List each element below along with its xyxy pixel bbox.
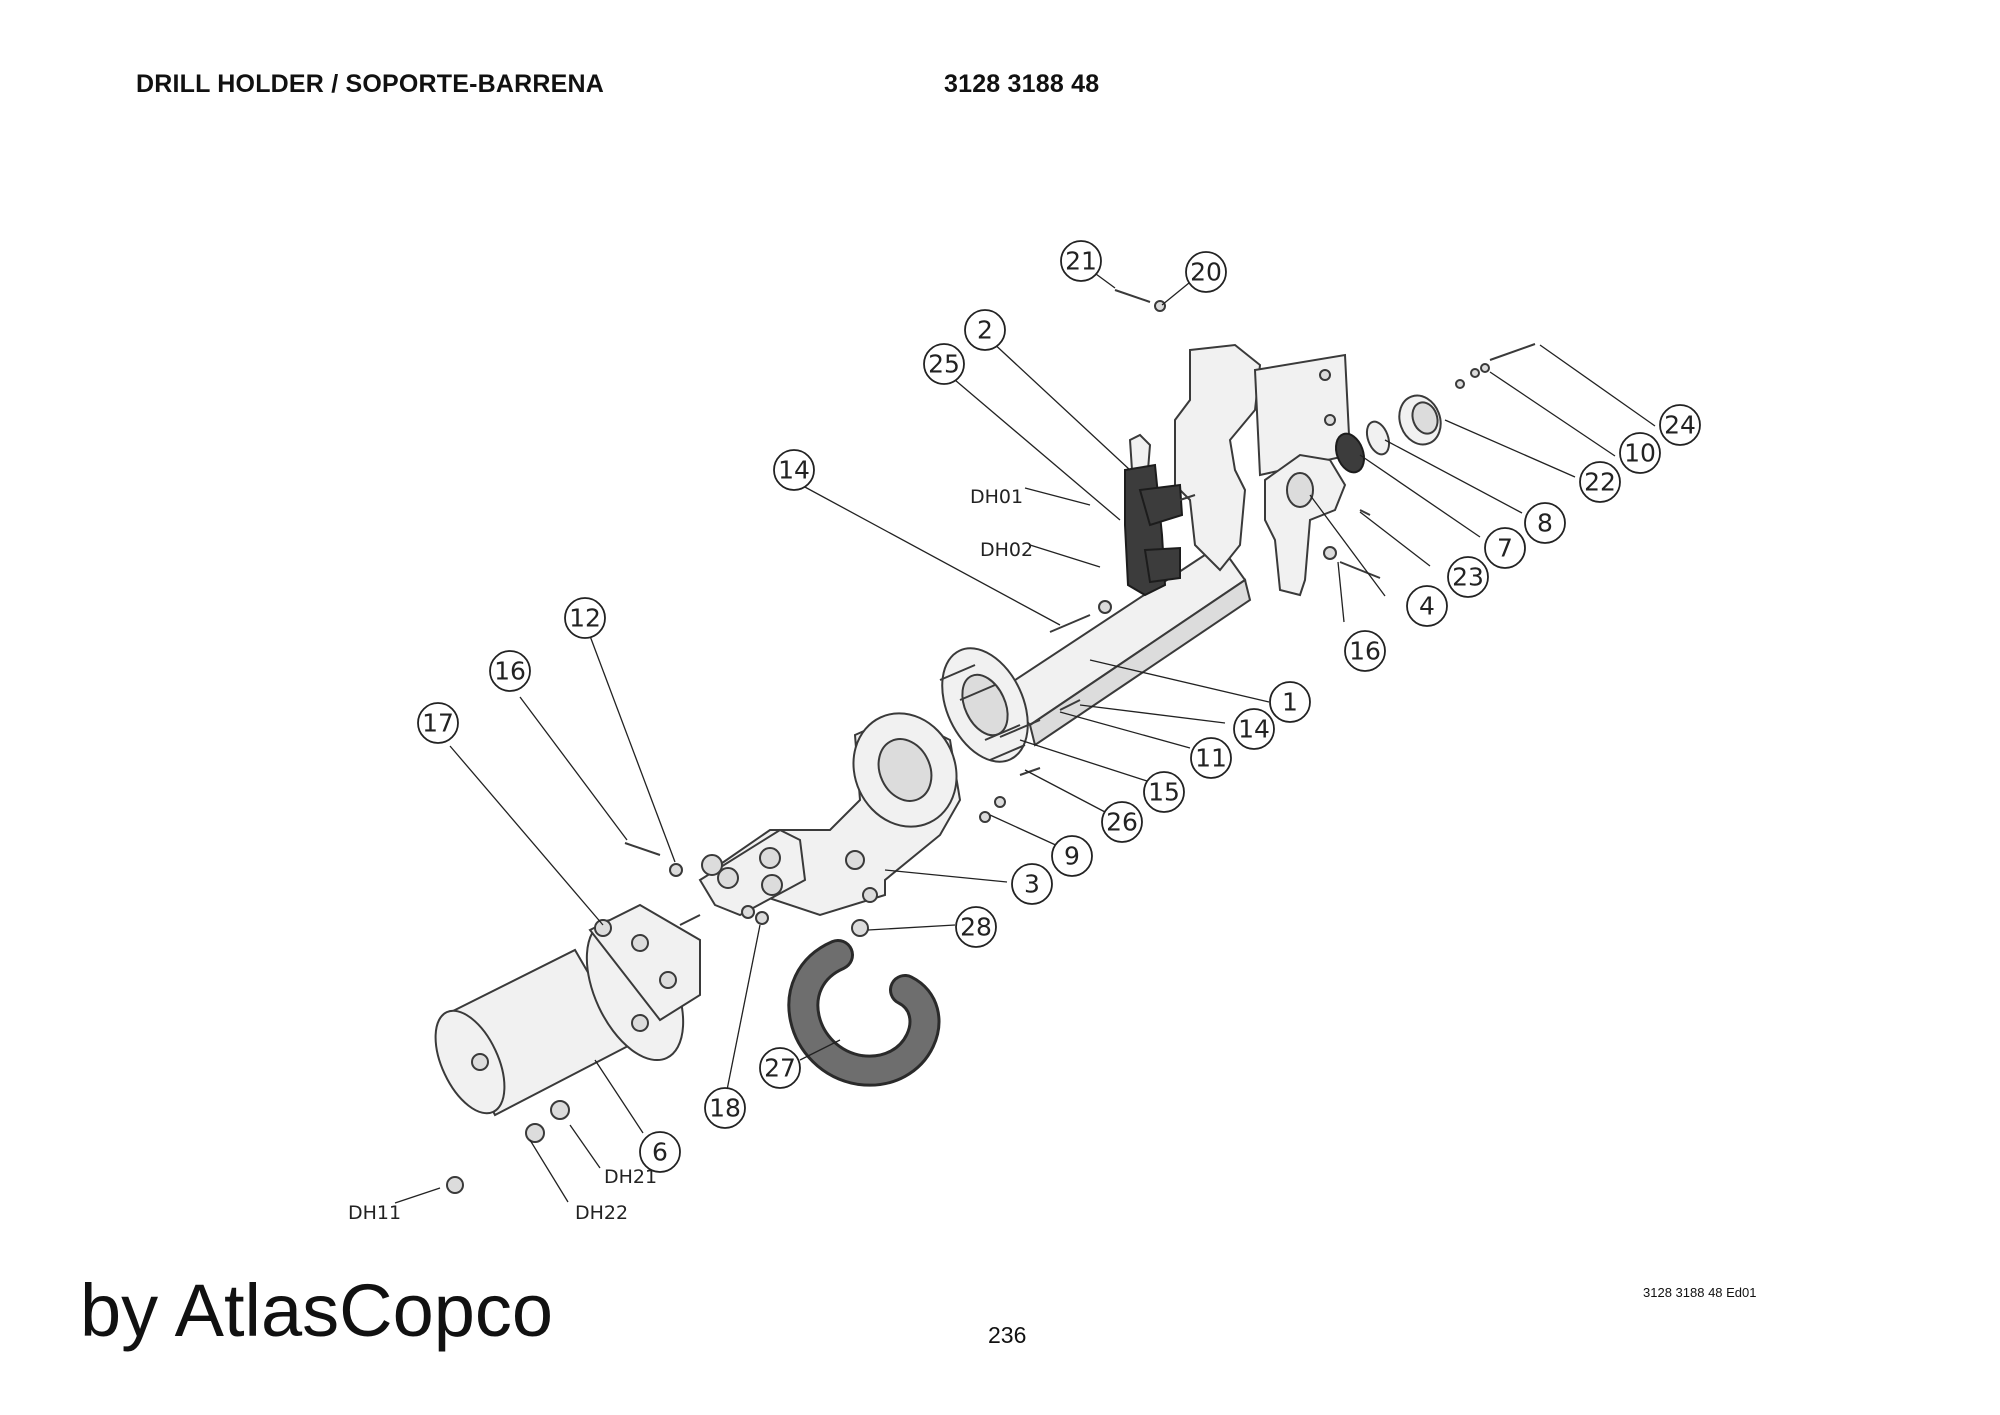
code-label-dh22: DH22 [575,1202,628,1224]
callout-16-left: 16 [489,650,531,692]
callout-1: 1 [1269,681,1311,723]
top-bracket-part [1174,343,1352,572]
callout-25: 25 [923,343,965,385]
callout-7: 7 [1484,527,1526,569]
callout-16-right: 16 [1344,630,1386,672]
callout-10: 10 [1619,432,1661,474]
hose-part [787,919,941,1087]
callout-9: 9 [1051,835,1093,877]
svg-text:14: 14 [778,456,810,485]
svg-text:16: 16 [494,657,526,686]
callout-6: 6 [639,1131,681,1173]
svg-text:9: 9 [1064,842,1080,871]
svg-text:24: 24 [1664,411,1696,440]
callout-28: 28 [955,906,997,948]
svg-text:1: 1 [1282,688,1298,717]
hydraulic-fittings-part [446,1100,570,1194]
svg-text:27: 27 [764,1054,796,1083]
valve-block-part [1124,433,1196,597]
callout-12: 12 [564,597,606,639]
main-tube-part [998,543,1252,747]
code-label-dh02: DH02 [980,539,1033,561]
callout-27: 27 [759,1047,801,1089]
callout-18: 18 [704,1087,746,1129]
callout-8: 8 [1524,502,1566,544]
svg-text:4: 4 [1419,592,1435,621]
callout-2: 2 [964,309,1006,351]
svg-text:8: 8 [1537,509,1553,538]
svg-text:17: 17 [422,709,454,738]
svg-text:10: 10 [1624,439,1656,468]
svg-text:7: 7 [1497,534,1513,563]
svg-text:6: 6 [652,1138,668,1167]
svg-text:21: 21 [1065,247,1097,276]
code-label-dh01: DH01 [970,486,1023,508]
part-number: 3128 3188 48 [944,70,1100,98]
svg-text:25: 25 [928,350,960,379]
bearing-rings-part [1334,394,1442,474]
callout-17: 17 [417,702,459,744]
svg-text:2: 2 [977,316,993,345]
callout-3: 3 [1011,863,1053,905]
code-label-dh21: DH21 [604,1166,657,1188]
edition-code: 3128 3188 48 Ed01 [1643,1285,1757,1300]
svg-text:20: 20 [1190,258,1222,287]
bracket-plate-part [698,828,807,917]
svg-text:22: 22 [1584,468,1616,497]
small-fasteners-part [1114,289,1536,579]
page-title: DRILL HOLDER / SOPORTE-BARRENA [136,70,605,98]
loose-bolts-part [624,842,769,925]
svg-text:16: 16 [1349,637,1381,666]
callout-22: 22 [1579,461,1621,503]
callout-4: 4 [1406,585,1448,627]
svg-text:28: 28 [960,913,992,942]
callout-11: 11 [1190,737,1232,779]
svg-text:23: 23 [1452,563,1484,592]
long-bolt-part [1049,600,1112,633]
code-label-dh11: DH11 [348,1202,401,1224]
callout-24: 24 [1659,404,1701,446]
callout-14-lower: 14 [1233,708,1275,750]
leader-lines [394,262,1656,1204]
svg-text:12: 12 [569,604,601,633]
flange-fasteners-part [979,699,1081,823]
callout-15: 15 [1143,771,1185,813]
side-bracket-part [1264,453,1347,597]
svg-text:14: 14 [1238,715,1270,744]
svg-text:15: 15 [1148,778,1180,807]
callout-20: 20 [1185,251,1227,293]
svg-text:3: 3 [1024,870,1040,899]
svg-text:26: 26 [1106,808,1138,837]
brand-watermark: by AtlasCopco [80,1269,554,1352]
svg-text:11: 11 [1195,744,1227,773]
callout-23: 23 [1447,556,1489,598]
hydraulic-motor-part [434,903,701,1117]
page-number: 236 [988,1322,1027,1348]
flange-bolts-part [939,664,1041,761]
callout-14-upper: 14 [773,449,815,491]
svg-text:18: 18 [709,1094,741,1123]
callout-26: 26 [1101,801,1143,843]
callout-21: 21 [1060,240,1102,282]
